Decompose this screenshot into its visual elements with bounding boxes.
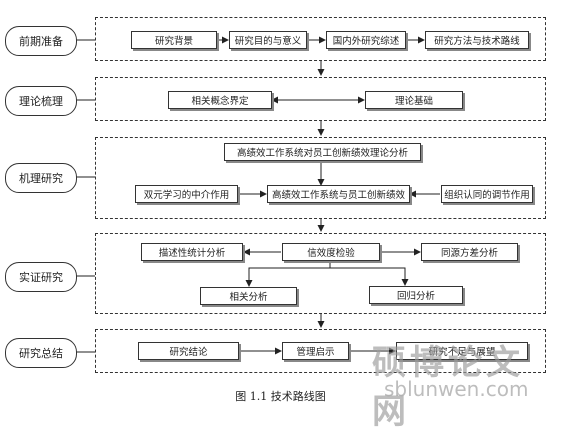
node-regression-analysis: 回归分析 [369, 286, 463, 304]
node-limitations-outlook: 研究不足与展望 [396, 342, 528, 360]
node-moderation-identification: 组织认同的调节作用 [441, 185, 533, 203]
node-literature-review: 国内外研究综述 [326, 31, 406, 49]
node-research-purpose: 研究目的与意义 [229, 31, 307, 49]
stage-label-prep: 前期准备 [5, 26, 77, 56]
node-theoretical-basis: 理论基础 [365, 91, 463, 109]
node-common-method-variance: 同源方差分析 [421, 243, 518, 261]
node-descriptive-statistics: 描述性统计分析 [141, 243, 243, 261]
group-prep [95, 17, 546, 61]
technical-roadmap-diagram: 前期准备 理论梳理 机理研究 实证研究 研究总结 研究背景 研究目的与意义 国内… [5, 17, 557, 432]
stage-label-theory: 理论梳理 [5, 86, 77, 116]
node-correlation-analysis: 相关分析 [200, 287, 297, 305]
stage-label-mechanism: 机理研究 [5, 163, 77, 193]
node-conclusions: 研究结论 [138, 342, 239, 360]
watermark-url: sblunwen.com [384, 377, 529, 401]
node-mediation-ambidextrous-learning: 双元学习的中介作用 [135, 185, 238, 203]
node-methods-roadmap: 研究方法与技术路线 [425, 31, 529, 49]
group-empirical [95, 233, 546, 314]
group-theory [95, 77, 546, 121]
node-theory-analysis: 高绩效工作系统对员工创新绩效理论分析 [224, 143, 421, 161]
node-research-background: 研究背景 [131, 31, 217, 49]
stage-label-empirical: 实证研究 [5, 262, 77, 292]
node-reliability-validity: 信效度检验 [282, 243, 380, 261]
group-summary [95, 329, 546, 373]
connector-lines [75, 36, 440, 355]
stage-label-summary: 研究总结 [5, 338, 77, 368]
group-mechanism [95, 137, 546, 219]
watermark: 硕博论文网 sblunwen.com [372, 335, 557, 432]
figure-caption: 图 1.1 技术路线图 [235, 390, 326, 403]
node-concept-definition: 相关概念界定 [168, 91, 272, 109]
node-management-implications: 管理启示 [282, 342, 349, 360]
node-hpws-innovation: 高绩效工作系统与员工创新绩效 [267, 185, 410, 203]
